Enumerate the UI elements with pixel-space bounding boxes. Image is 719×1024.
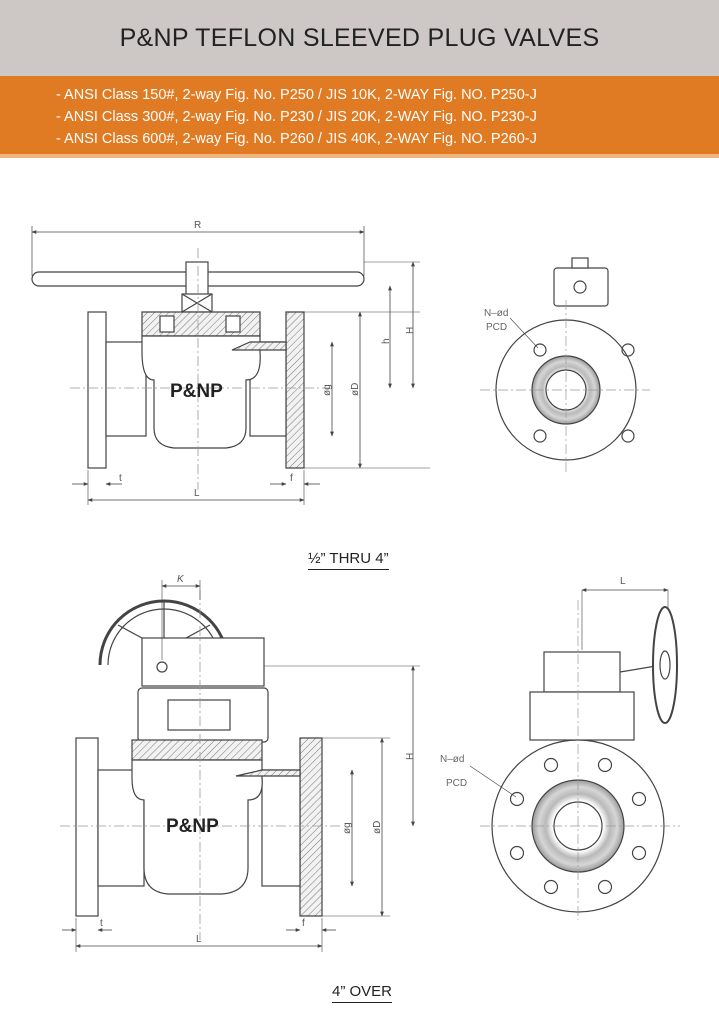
dim-g-label: øg [342, 822, 353, 834]
right-flange [299, 737, 323, 917]
top-side-view [480, 257, 650, 475]
dim-H-label: H [405, 753, 416, 760]
size-range-caption: 4” OVER [332, 983, 392, 1003]
page-title: P&NP TEFLON SLEEVED PLUG VALVES [119, 23, 600, 52]
top-bolt-label: N–ød [484, 308, 508, 319]
spec-band: - ANSI Class 150#, 2-way Fig. No. P250 /… [0, 76, 719, 158]
spec-item: - ANSI Class 600#, 2-way Fig. No. P260 /… [56, 131, 537, 147]
dim-H-label: H [405, 327, 416, 334]
bottom-pcd-label: PCD [446, 778, 467, 789]
dim-h-label: h [381, 338, 392, 344]
dim-D-label: øD [350, 383, 361, 396]
dim-g-label: øg [322, 384, 333, 396]
left-flange [75, 737, 99, 917]
title-bar: P&NP TEFLON SLEEVED PLUG VALVES [0, 0, 719, 76]
top-pcd-label: PCD [486, 322, 507, 333]
dim-t-label: t [100, 918, 103, 929]
spec-item: - ANSI Class 300#, 2-way Fig. No. P230 /… [56, 109, 537, 125]
dim-R-label: R [194, 220, 201, 231]
dim-L-label: L [194, 488, 200, 499]
right-flange [285, 311, 305, 469]
bottom-bolt-label: N–ød [440, 754, 464, 765]
dim-f-label: f [302, 918, 305, 929]
spec-item: - ANSI Class 150#, 2-way Fig. No. P250 /… [56, 87, 537, 103]
dim-side-L-label: L [620, 576, 626, 587]
left-flange [87, 311, 107, 469]
bolt-holes [509, 757, 647, 895]
valve-body [141, 335, 261, 449]
top-brand-label: P&NP [170, 381, 223, 402]
dim-D-label: øD [372, 821, 383, 834]
top-front-view [31, 226, 430, 505]
dim-f-label: f [290, 473, 293, 484]
bottom-side-view [469, 588, 680, 920]
valve-body [131, 759, 263, 895]
dim-K-label: K [177, 574, 185, 585]
bottom-brand-label: P&NP [166, 816, 219, 837]
spec-list: - ANSI Class 150#, 2-way Fig. No. P250 /… [56, 84, 537, 150]
technical-drawing: P&NP R H h øD øg t f L N–ød PCD [31, 220, 680, 952]
size-range-caption: ½” THRU 4” [308, 550, 389, 570]
dim-L-label: L [196, 934, 202, 945]
bottom-front-view [60, 580, 420, 952]
dim-t-label: t [119, 473, 122, 484]
